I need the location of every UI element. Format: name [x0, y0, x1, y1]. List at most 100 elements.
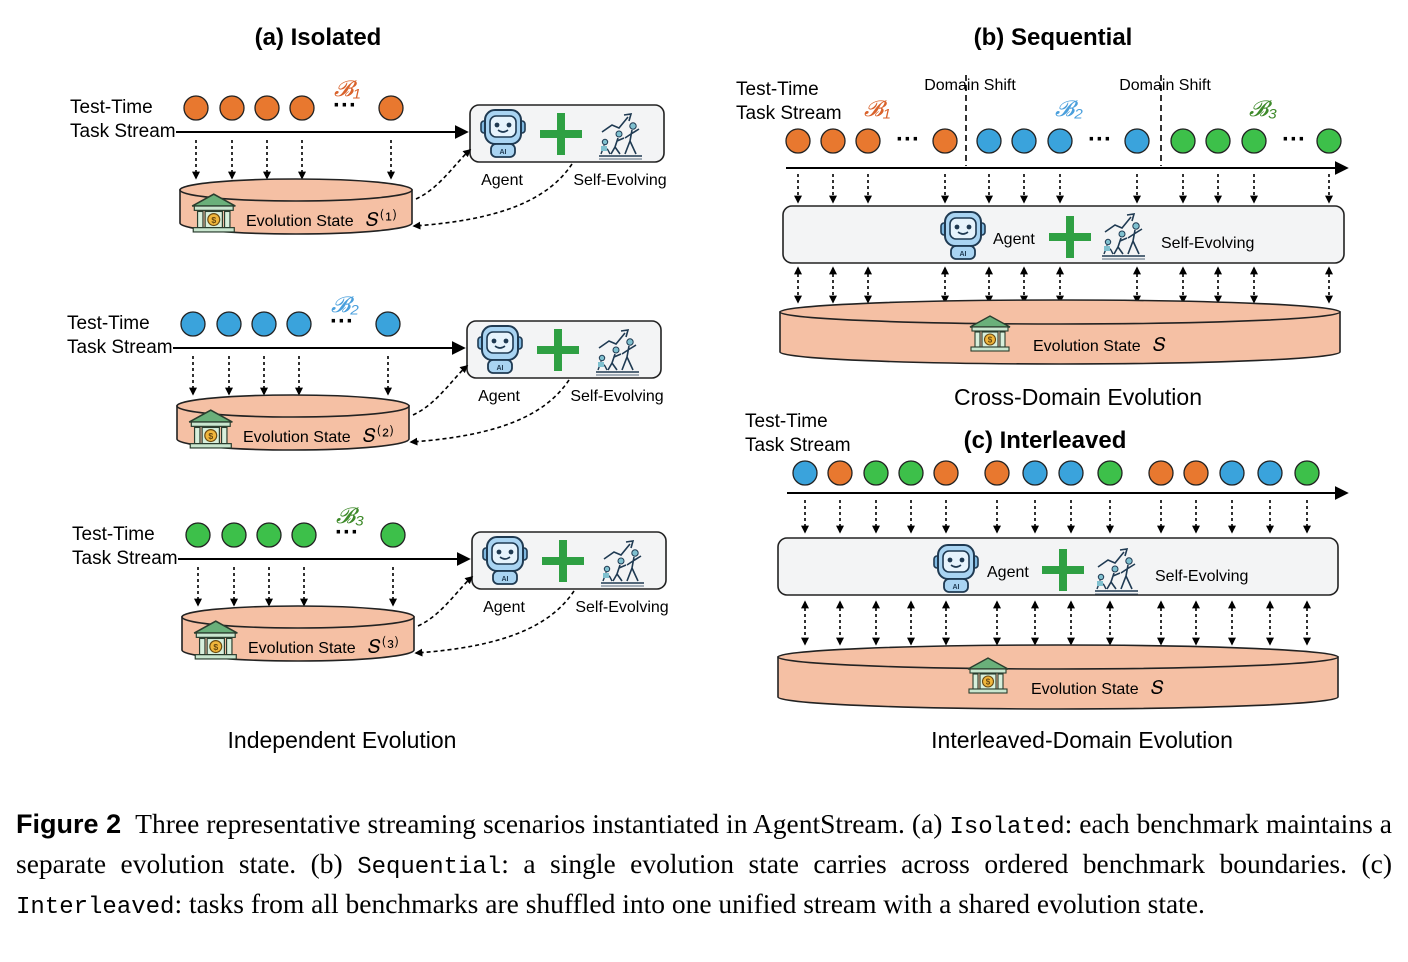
- task-dot: [378, 95, 404, 121]
- figure-caption: Figure 2 Three representative streaming s…: [16, 806, 1392, 926]
- task-dot: [256, 522, 282, 548]
- plus-icon: [537, 329, 579, 371]
- ellipsis: ···: [335, 519, 359, 546]
- interleaved-title: (c) Interleaved: [964, 427, 1127, 454]
- task-dot: [820, 128, 846, 154]
- isolated-title: (a) Isolated: [255, 24, 382, 51]
- feedback-arrow-down: [412, 163, 573, 230]
- agent-label: Agent: [987, 564, 1029, 581]
- evolution-state-cylinder-3: [181, 605, 415, 662]
- caption-code-isolated: Isolated: [949, 814, 1065, 841]
- task-dot: [1257, 460, 1283, 486]
- task-dot: [289, 95, 315, 121]
- task-dot: [216, 311, 242, 337]
- caption-text-1: Three representative streaming scenarios…: [135, 808, 950, 839]
- task-dot: [1241, 128, 1267, 154]
- task-dot: [1316, 128, 1342, 154]
- task-dot: [1183, 460, 1209, 486]
- feedback-arrow-down: [409, 379, 570, 446]
- stream-label-3: Task Stream: [72, 548, 178, 569]
- evolution-state-label: Evolution State: [1031, 681, 1139, 698]
- ellipsis: ···: [1088, 126, 1112, 153]
- task-dot: [1124, 128, 1150, 154]
- sequential-title: (b) Sequential: [974, 24, 1133, 51]
- benchmark-label-1: 𝓑₁: [864, 96, 890, 121]
- task-dot: [792, 460, 818, 486]
- evolution-state-label: Evolution State: [1033, 338, 1141, 355]
- agent-label: Agent: [993, 231, 1035, 248]
- sequential-stream-label: Test-Time: [736, 79, 819, 100]
- domain-shift-label-1: Domain Shift: [924, 77, 1016, 94]
- benchmark-label-2: 𝓑₂: [1055, 96, 1083, 121]
- feedback-arrow-up: [417, 575, 474, 627]
- benchmark-label-1: 𝓑₁: [334, 76, 360, 101]
- task-dot: [254, 95, 280, 121]
- task-dot: [827, 460, 853, 486]
- self-evolving-label: Self-Evolving: [573, 172, 666, 189]
- self-evolving-label: Self-Evolving: [570, 388, 663, 405]
- evolution-state-symbol: 𝑆⁽³⁾: [368, 635, 400, 658]
- evolution-state-symbol: 𝑆⁽²⁾: [363, 424, 395, 447]
- caption-text-2: : each benchmark maintains a separate ev…: [16, 808, 1392, 879]
- ellipsis: ···: [896, 126, 920, 153]
- task-dot: [291, 522, 317, 548]
- ellipsis: ···: [333, 92, 357, 119]
- task-dot: [183, 95, 209, 121]
- evolution-state-label: Evolution State: [246, 213, 354, 230]
- benchmark-label-2: 𝓑₂: [331, 292, 359, 317]
- task-dot: [1205, 128, 1231, 154]
- stream-label-2: Test-Time: [67, 313, 150, 334]
- task-dot: [375, 311, 401, 337]
- agent-label: Agent: [481, 172, 523, 189]
- task-dot: [1170, 128, 1196, 154]
- interleaved-subtitle: Interleaved-Domain Evolution: [931, 727, 1233, 753]
- stream-label-2: Task Stream: [67, 337, 173, 358]
- interleaved-evolution-state: [777, 644, 1339, 710]
- agent-label: Agent: [478, 388, 520, 405]
- evolution-state-cylinder-2: [176, 394, 410, 451]
- sequential-subtitle: Cross-Domain Evolution: [954, 384, 1202, 410]
- task-dot: [898, 460, 924, 486]
- plus-icon: [1049, 216, 1091, 258]
- benchmark-label-3: 𝓑₃: [336, 503, 364, 528]
- stream-label-1: Test-Time: [70, 97, 153, 118]
- plus-icon: [542, 540, 584, 582]
- isolated-subtitle: Independent Evolution: [228, 727, 457, 753]
- task-dot: [1047, 128, 1073, 154]
- evolution-state-symbol: 𝑆: [1151, 678, 1164, 699]
- evolution-state-symbol: 𝑆⁽¹⁾: [366, 208, 398, 231]
- task-dot: [1294, 460, 1320, 486]
- task-dot: [221, 522, 247, 548]
- stream-label-3: Test-Time: [72, 524, 155, 545]
- self-evolving-label: Self-Evolving: [1161, 235, 1254, 252]
- benchmark-label-3: 𝓑₃: [1249, 96, 1277, 121]
- task-dot: [185, 522, 211, 548]
- task-dot: [1058, 460, 1084, 486]
- plus-icon: [1042, 549, 1084, 591]
- interleaved-stream-label: Task Stream: [745, 435, 851, 456]
- ellipsis: ···: [1282, 126, 1306, 153]
- task-dot: [180, 311, 206, 337]
- task-dot: [785, 128, 811, 154]
- caption-code-sequential: Sequential: [357, 854, 502, 881]
- task-dot: [863, 460, 889, 486]
- interleaved-stream-label: Test-Time: [745, 411, 828, 432]
- domain-shift-label-2: Domain Shift: [1119, 77, 1211, 94]
- stream-label-1: Task Stream: [70, 121, 176, 142]
- caption-text-4: : tasks from all benchmarks are shuffled…: [174, 888, 1205, 919]
- caption-text-3: : a single evolution state carries acros…: [501, 848, 1392, 879]
- task-dot: [1022, 460, 1048, 486]
- feedback-arrow-up: [412, 364, 469, 416]
- caption-label: Figure 2: [16, 809, 122, 839]
- evolution-state-symbol: 𝑆: [1153, 335, 1166, 356]
- caption-code-interleaved: Interleaved: [16, 894, 175, 921]
- sequential-stream-label: Task Stream: [736, 103, 842, 124]
- evolution-state-cylinder-1: [179, 178, 413, 235]
- task-dot: [855, 128, 881, 154]
- ellipsis: ···: [330, 308, 354, 335]
- feedback-arrow-up: [415, 148, 472, 200]
- task-dot: [976, 128, 1002, 154]
- task-dot: [932, 128, 958, 154]
- self-evolving-label: Self-Evolving: [1155, 568, 1248, 585]
